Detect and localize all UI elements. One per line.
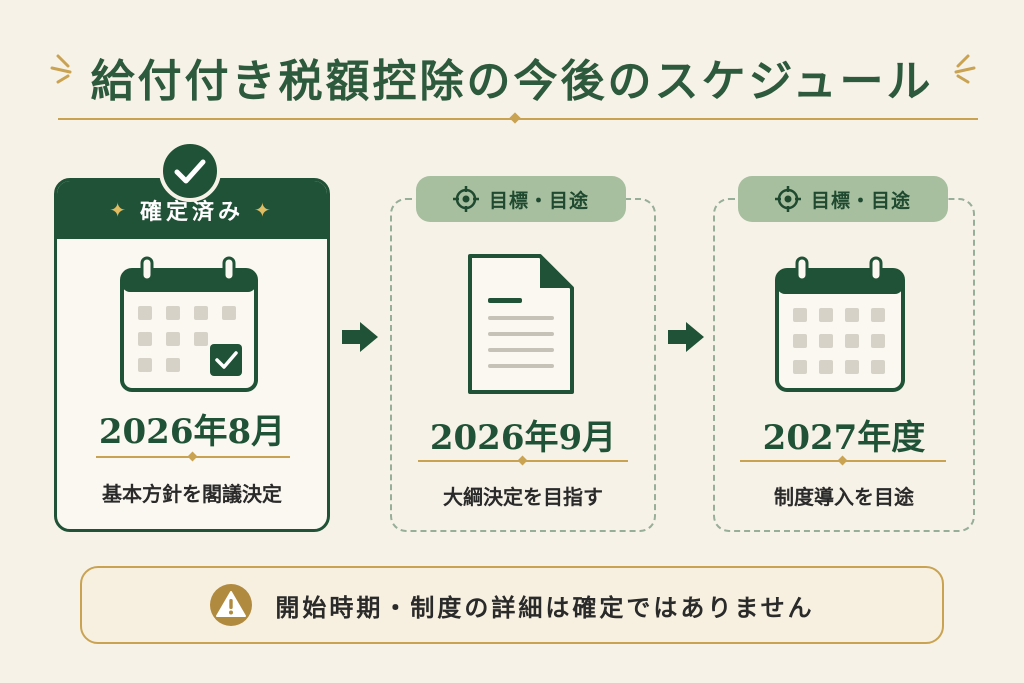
step-date: 2026年9月 <box>429 418 617 458</box>
arrow-right-icon <box>342 322 378 352</box>
warning-icon <box>210 584 253 626</box>
document-icon <box>468 254 574 394</box>
sparkle-icon: ✦ <box>109 198 130 222</box>
sparkle-icon: ✦ <box>254 198 275 222</box>
arrow-right-icon <box>668 322 704 352</box>
target-icon <box>774 186 801 212</box>
title-sparkle-right-icon <box>954 54 976 84</box>
title-divider-diamond <box>509 112 521 124</box>
calendar-icon <box>775 256 905 392</box>
title-sparkle-left-icon <box>50 54 72 84</box>
status-label: 目標・目途 <box>488 189 589 212</box>
step-description: 大綱決定を目指す <box>443 485 603 509</box>
check-circle-icon <box>159 140 221 202</box>
status-header: ✦ 確定済み ✦ <box>57 181 327 239</box>
notice-box: 開始時期・制度の詳細は確定ではありません <box>80 566 944 644</box>
notice-text: 開始時期・制度の詳細は確定ではありません <box>275 593 815 622</box>
status-label: 確定済み <box>139 200 244 225</box>
page-title: 給付付き税額控除の今後のスケジュール <box>90 56 934 107</box>
step-description: 制度導入を目途 <box>774 485 914 509</box>
status-pill: 目標・目途 <box>416 176 626 222</box>
calendar-check-icon <box>120 256 258 392</box>
step-date: 2027年度 <box>762 418 926 458</box>
status-pill: 目標・目途 <box>738 176 948 222</box>
status-label: 目標・目途 <box>810 189 911 212</box>
step-description: 基本方針を閣議決定 <box>102 482 282 506</box>
target-icon <box>452 186 479 212</box>
step-date: 2026年8月 <box>98 412 286 452</box>
